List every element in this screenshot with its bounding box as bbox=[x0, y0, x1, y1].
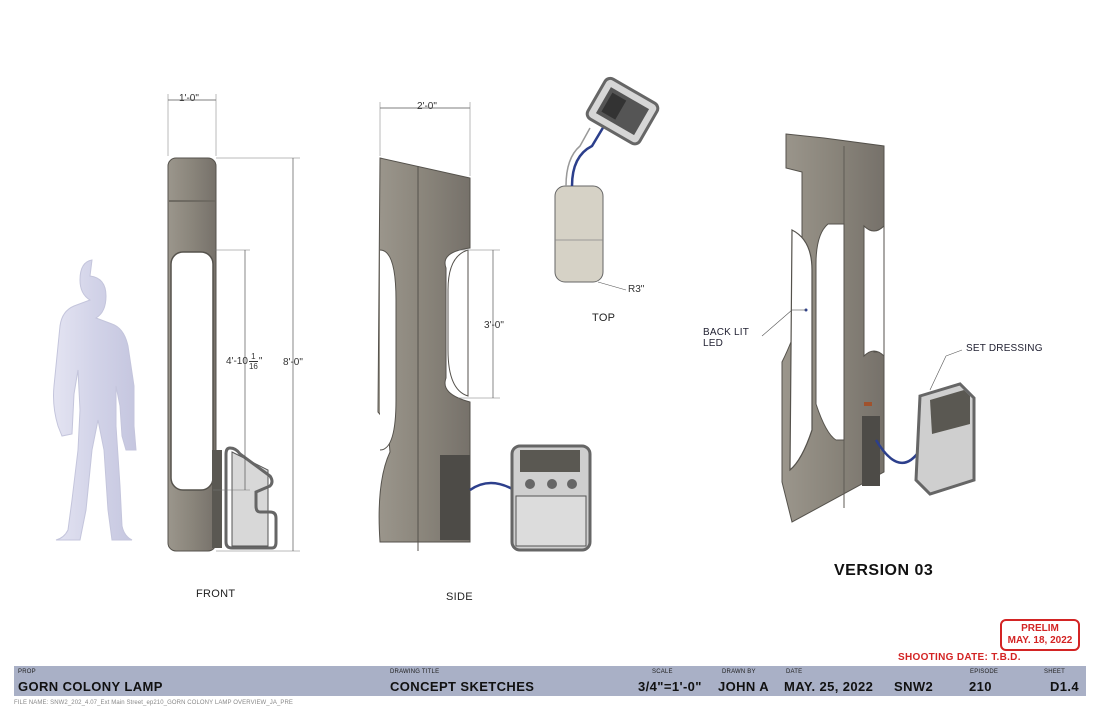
drawn-by-value: JOHN A bbox=[718, 679, 770, 694]
top-radius-dimension: R3" bbox=[628, 284, 645, 295]
front-window-dimension: 4'-10 1 16 " bbox=[226, 352, 262, 371]
front-view-label: FRONT bbox=[196, 588, 236, 600]
front-window-whole: 4'-10 bbox=[226, 356, 248, 368]
shooting-date: SHOOTING DATE: T.B.D. bbox=[898, 652, 1021, 663]
front-view bbox=[167, 94, 300, 552]
front-window-frac-num: 1 bbox=[248, 352, 258, 362]
drawn-by-label: DRAWN BY bbox=[722, 669, 756, 675]
front-height-dimension: 8'-0" bbox=[283, 357, 303, 368]
drawing-title: CONCEPT SKETCHES bbox=[390, 679, 535, 694]
front-window-suffix: " bbox=[258, 356, 263, 368]
scale-value: 3/4"=1'-0" bbox=[638, 679, 702, 694]
episode-label: EPISODE bbox=[970, 669, 999, 675]
sheet-label: SHEET bbox=[1044, 669, 1066, 675]
prelim-stamp-line2: MAY. 18, 2022 bbox=[1007, 635, 1073, 646]
show-code: SNW2 bbox=[894, 679, 934, 694]
side-width-dimension: 2'-0" bbox=[417, 101, 437, 112]
scale-label: SCALE bbox=[652, 669, 673, 675]
file-name: FILE NAME: SNW2_202_4.07_Ext Main Street… bbox=[14, 700, 294, 706]
date-value: MAY. 25, 2022 bbox=[784, 679, 874, 694]
side-view bbox=[377, 102, 592, 552]
prelim-stamp: PRELIM MAY. 18, 2022 bbox=[1000, 619, 1080, 651]
top-view bbox=[554, 76, 660, 291]
side-view-label: SIDE bbox=[446, 591, 473, 603]
title-block: PROP GORN COLONY LAMP DRAWING TITLE CONC… bbox=[14, 666, 1086, 696]
episode-value: 210 bbox=[969, 679, 992, 694]
iso-view bbox=[761, 133, 976, 523]
backlit-callout-line1: BACK LIT bbox=[703, 327, 750, 338]
drawing-canvas bbox=[53, 76, 976, 552]
front-window-frac-den: 16 bbox=[248, 362, 258, 371]
side-window-dimension: 3'-0" bbox=[484, 320, 504, 331]
front-width-dimension: 1'-0" bbox=[179, 93, 199, 104]
date-label: DATE bbox=[786, 669, 803, 675]
human-scale-figure bbox=[53, 259, 137, 541]
backlit-callout-line2: LED bbox=[703, 338, 724, 349]
set-dressing-callout: SET DRESSING bbox=[966, 343, 1043, 354]
backlit-led-callout: BACK LIT LED bbox=[703, 327, 749, 349]
drawing-title-label: DRAWING TITLE bbox=[390, 669, 440, 675]
sheet-value: D1.4 bbox=[1050, 679, 1080, 694]
prop-label: PROP bbox=[18, 669, 36, 675]
top-view-label: TOP bbox=[592, 312, 616, 324]
prelim-stamp-line1: PRELIM bbox=[1021, 623, 1059, 634]
version-label: VERSION 03 bbox=[834, 562, 934, 579]
prop-name: GORN COLONY LAMP bbox=[18, 679, 163, 694]
